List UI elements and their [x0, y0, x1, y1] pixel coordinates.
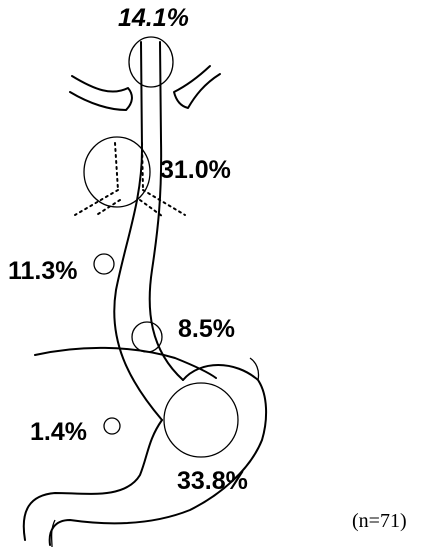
site-circle-abdominal	[164, 383, 238, 457]
site-circle-paraesophageal	[94, 254, 114, 274]
site-circle-cervical	[129, 37, 173, 87]
site-label-perigastric: 1.4%	[30, 418, 87, 446]
sample-size-note: (n=71)	[352, 510, 407, 532]
site-label-upper-thoracic: 31.0%	[160, 156, 231, 184]
site-circle-lower-thoracic	[132, 322, 162, 352]
esophagus-outline	[114, 42, 183, 420]
site-label-lower-thoracic: 8.5%	[178, 315, 235, 343]
site-label-paraesophageal: 11.3%	[8, 257, 78, 285]
site-label-abdominal: 33.8%	[177, 467, 248, 495]
stomach-outline	[24, 358, 266, 547]
site-circle-perigastric	[104, 418, 120, 434]
clavicle-right	[174, 66, 220, 108]
site-label-cervical: 14.1%	[118, 4, 189, 32]
clavicle-left	[70, 76, 132, 110]
